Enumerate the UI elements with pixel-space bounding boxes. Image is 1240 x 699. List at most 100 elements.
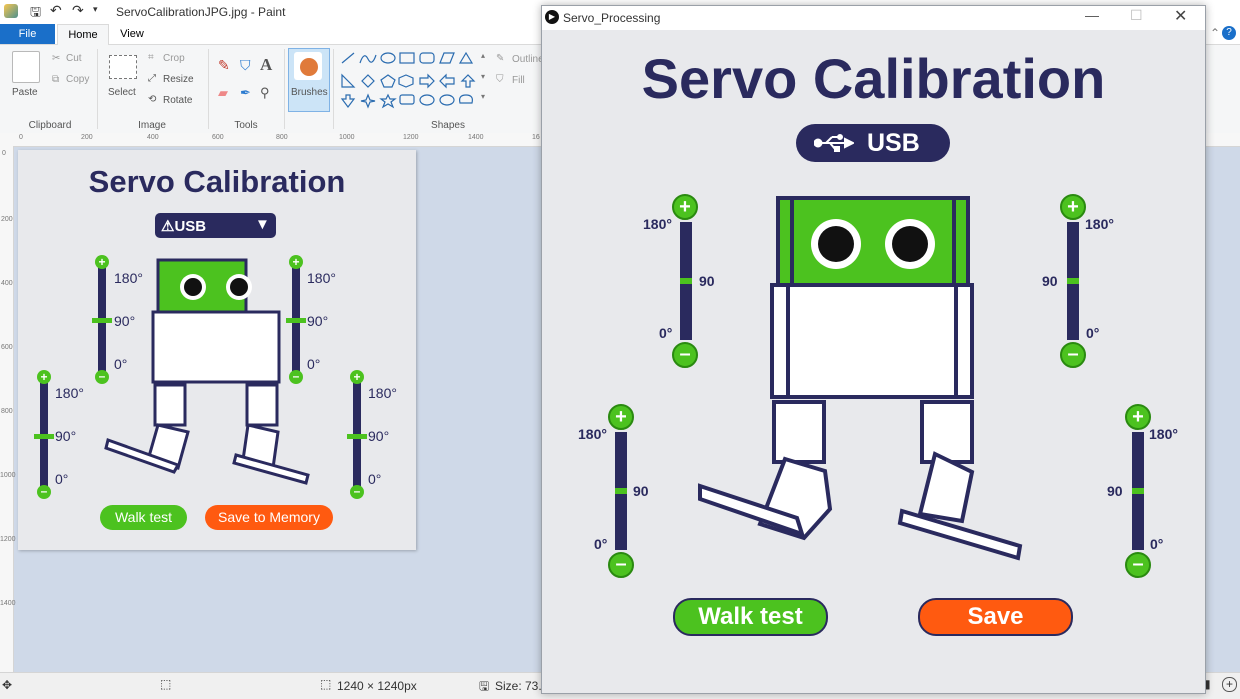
ruler-tick: 800 [1, 408, 13, 415]
minimize-icon[interactable]: — [1085, 7, 1099, 23]
resize-icon: ⤢ [148, 73, 156, 84]
minus-icon[interactable]: – [1125, 552, 1151, 578]
paint-canvas-image[interactable]: Servo Calibration ⚠USB ▼ + – + – + – + –… [18, 150, 416, 550]
ribbon-divider [284, 49, 285, 129]
close-icon[interactable]: ✕ [1174, 8, 1188, 25]
collapse-ribbon-icon[interactable]: ⌃ [1210, 26, 1221, 40]
mockup-label-180: 180° [55, 385, 84, 401]
help-icon[interactable]: ? [1222, 26, 1236, 40]
mockup-slider-knob [347, 434, 367, 439]
shapes-expand-icon[interactable]: ▾ [481, 92, 486, 101]
redo-icon[interactable]: ↷ [72, 2, 84, 18]
label-90: 90 [633, 483, 649, 499]
color-picker-icon[interactable]: ✒ [240, 85, 251, 100]
select-icon[interactable] [109, 55, 137, 79]
undo-icon[interactable]: ↶ [50, 2, 62, 18]
mockup-usb-dropdown-label: ⚠USB [161, 218, 207, 235]
crop-button[interactable]: Crop [163, 53, 185, 64]
ruler-tick: 1400 [468, 134, 484, 141]
ruler-tick: 0 [2, 150, 6, 157]
minus-icon: – [350, 485, 364, 499]
zoom-in-icon[interactable]: + [1222, 677, 1237, 692]
mockup-save-memory-button: Save to Memory [205, 505, 333, 530]
fill-bucket-icon[interactable]: ⛉ [240, 57, 251, 73]
mockup-slider-knob [34, 434, 54, 439]
file-size-icon: 🖫 [479, 679, 490, 693]
mockup-label-0: 0° [307, 356, 321, 372]
mockup-label-90: 90° [55, 428, 77, 444]
text-tool-icon[interactable]: A [260, 55, 273, 74]
usb-button[interactable]: USB [796, 124, 950, 162]
rotate-icon: ⟲ [148, 94, 157, 105]
copy-button[interactable]: Copy [66, 74, 90, 85]
fill-icon: ⛉ [496, 74, 504, 85]
rotate-button[interactable]: Rotate [163, 95, 193, 106]
shapes-gallery[interactable] [340, 51, 486, 111]
canvas-dimensions: 1240 × 1240px [337, 679, 417, 693]
minus-icon[interactable]: – [1060, 342, 1086, 368]
save-icon[interactable]: 🖫 [30, 4, 42, 19]
shapes-scroll-down-icon[interactable]: ▾ [481, 72, 486, 81]
robot-right-leg [920, 400, 974, 464]
label-180: 180° [578, 426, 607, 442]
ribbon-divider [333, 49, 334, 129]
walk-test-button[interactable]: Walk test [673, 598, 828, 636]
cut-button[interactable]: Cut [66, 53, 82, 64]
slider-knob[interactable] [615, 488, 627, 494]
minus-icon: – [95, 370, 109, 384]
slider-knob[interactable] [1132, 488, 1144, 494]
plus-icon: + [37, 370, 51, 384]
resize-button[interactable]: Resize [163, 74, 194, 85]
plus-icon[interactable]: + [672, 194, 698, 220]
label-90: 90 [1042, 273, 1058, 289]
ribbon-divider [208, 49, 209, 129]
cut-icon: ✂ [52, 53, 61, 64]
brush-tip-icon [300, 58, 318, 76]
ruler-tick: 1000 [0, 472, 16, 479]
ruler-tick: 1200 [403, 134, 419, 141]
zoom-slider-thumb-icon[interactable]: ▮ [1204, 677, 1211, 691]
ruler-tick: 0 [19, 134, 23, 141]
processing-window: ▶ Servo_Processing — ☐ ✕ Servo Calibrati… [541, 5, 1206, 694]
select-button[interactable]: Select [108, 87, 136, 98]
mockup-label-0: 0° [114, 356, 128, 372]
plus-icon: + [350, 370, 364, 384]
usb-icon [814, 134, 854, 152]
maximize-icon[interactable]: ☐ [1130, 7, 1143, 23]
minus-icon[interactable]: – [608, 552, 634, 578]
brushes-button[interactable]: Brushes [288, 48, 330, 112]
plus-icon[interactable]: + [1125, 404, 1151, 430]
ribbon-divider [97, 49, 98, 129]
tab-home[interactable]: Home [57, 24, 109, 45]
ruler-tick: 800 [276, 134, 288, 141]
usb-label: USB [867, 129, 920, 157]
plus-icon[interactable]: + [608, 404, 634, 430]
tab-file[interactable]: File [0, 24, 55, 44]
save-button[interactable]: Save [918, 598, 1073, 636]
paste-icon[interactable] [12, 51, 40, 83]
mockup-usb-dropdown: ⚠USB ▼ [155, 213, 276, 238]
file-size: Size: 73.3 [495, 679, 549, 693]
paste-button[interactable]: Paste [12, 87, 38, 98]
slider-knob[interactable] [680, 278, 692, 284]
minus-icon[interactable]: – [672, 342, 698, 368]
vertical-ruler: 0 200 400 600 800 1000 1200 1400 [0, 146, 16, 672]
robot-eyes [811, 219, 935, 269]
shapes-group-label: Shapes [431, 120, 465, 131]
move-cursor-icon: ✥ [2, 678, 13, 692]
pencil-icon[interactable]: ✎ [218, 57, 230, 73]
mockup-label-180: 180° [307, 270, 336, 286]
fill-button[interactable]: Fill [512, 75, 525, 86]
mockup-title: Servo Calibration [88, 164, 346, 199]
mockup-label-180: 180° [114, 270, 143, 286]
eraser-icon[interactable]: ▰ [218, 85, 228, 100]
plus-icon[interactable]: + [1060, 194, 1086, 220]
magnifier-icon[interactable]: ⚲ [260, 85, 270, 100]
quick-access-dropdown-icon[interactable]: ▾ [93, 4, 98, 14]
slider-knob[interactable] [1067, 278, 1079, 284]
ruler-tick: 1200 [0, 536, 16, 543]
tab-view[interactable]: View [120, 28, 144, 40]
shapes-scroll-up-icon[interactable]: ▴ [481, 51, 486, 60]
canvas-size-icon: ⬚ [320, 677, 332, 691]
outline-button[interactable]: Outline [512, 54, 544, 65]
